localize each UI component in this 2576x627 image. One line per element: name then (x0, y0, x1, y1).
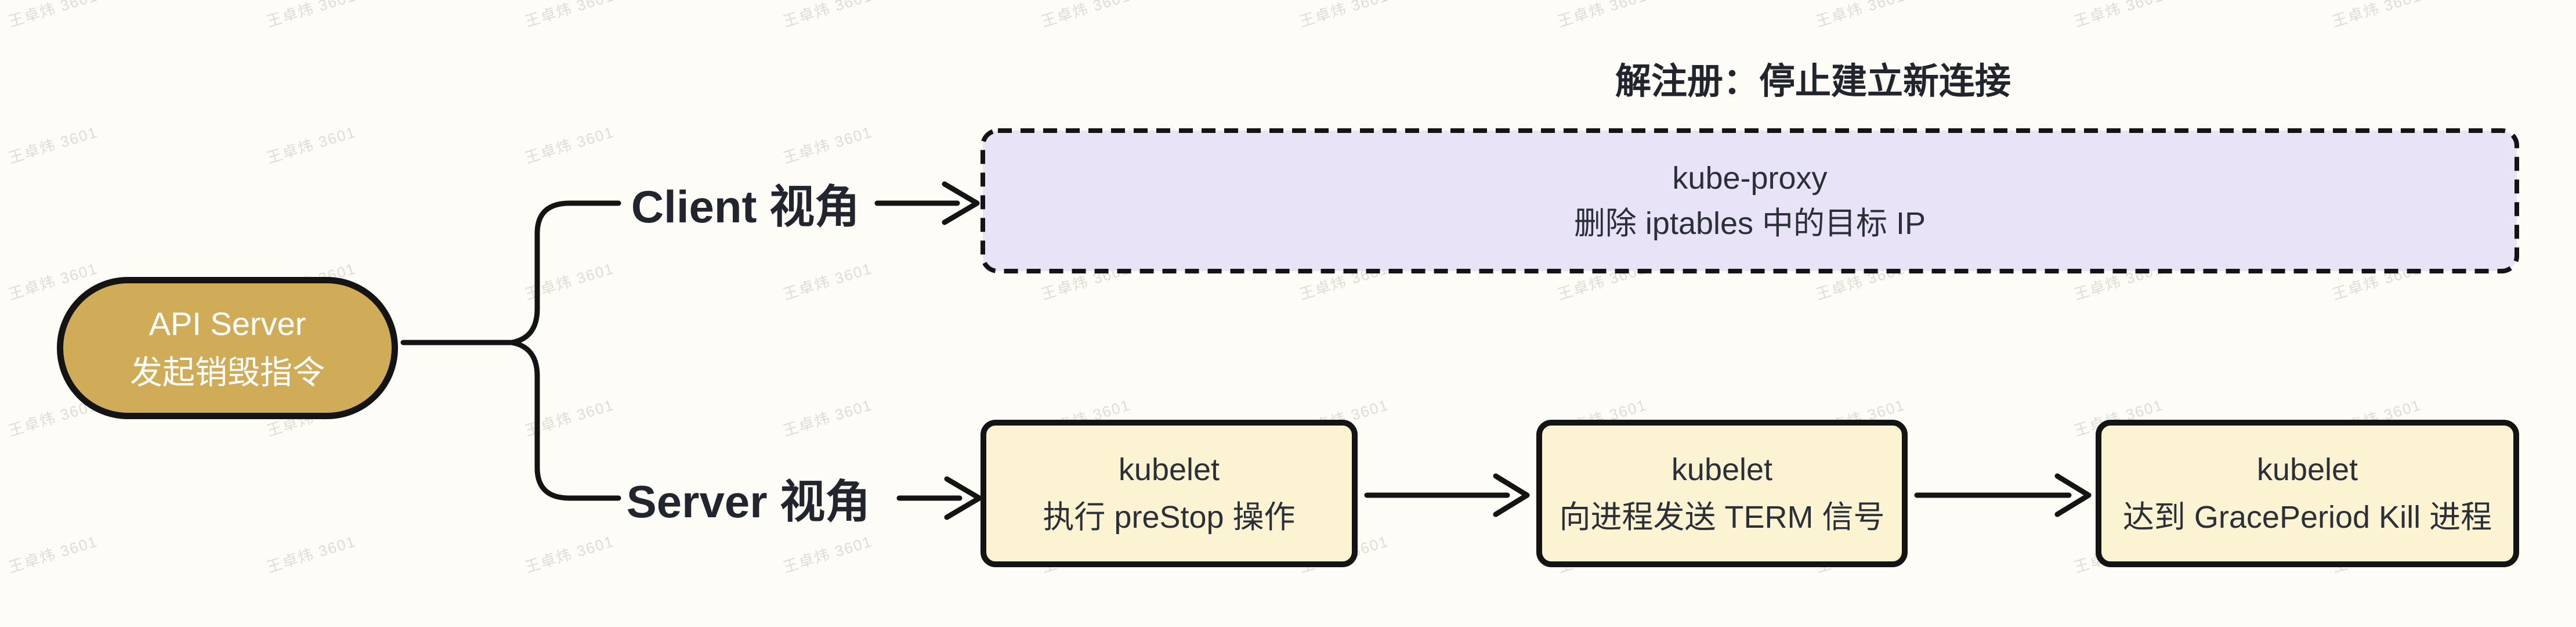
client-arrow-head (942, 181, 980, 225)
node-api-server: API Server 发起销毁指令 (57, 277, 398, 419)
node-api-server-line1: API Server (149, 305, 306, 342)
node-kube-proxy-line1: kube-proxy (1672, 161, 1828, 196)
node-kubelet-graceperiod-line2: 达到 GracePeriod Kill 进程 (2122, 500, 2492, 535)
step2-arrow-head (2054, 473, 2092, 517)
node-kubelet-term: kubelet 向进程发送 TERM 信号 (1536, 420, 1908, 567)
server-branch-label: Server 视角 (626, 476, 871, 527)
client-branch-label: Client 视角 (631, 181, 860, 232)
node-kubelet-term-line2: 向进程发送 TERM 信号 (1559, 500, 1885, 535)
node-kubelet-graceperiod-line1: kubelet (2256, 452, 2358, 487)
node-api-server-line2: 发起销毁指令 (130, 354, 325, 391)
kube-proxy-box-outline (981, 128, 2519, 273)
step1-arrow-head (1493, 473, 1530, 517)
node-kubelet-term-line1: kubelet (1671, 452, 1773, 487)
server-branch-curve (509, 340, 621, 501)
node-kube-proxy: kube-proxy 删除 iptables 中的目标 IP (983, 131, 2517, 271)
node-kubelet-graceperiod: kubelet 达到 GracePeriod Kill 进程 (2096, 420, 2519, 567)
server-arrow-head (944, 476, 982, 520)
node-kubelet-prestop-line2: 执行 preStop 操作 (1043, 500, 1296, 535)
node-kube-proxy-line2: 删除 iptables 中的目标 IP (1573, 206, 1926, 241)
client-branch-curve (509, 200, 621, 345)
deregister-annotation: 解注册：停止建立新连接 (1615, 62, 2011, 102)
node-kubelet-prestop-line1: kubelet (1118, 452, 1220, 487)
node-kubelet-prestop: kubelet 执行 preStop 操作 (981, 420, 1358, 567)
